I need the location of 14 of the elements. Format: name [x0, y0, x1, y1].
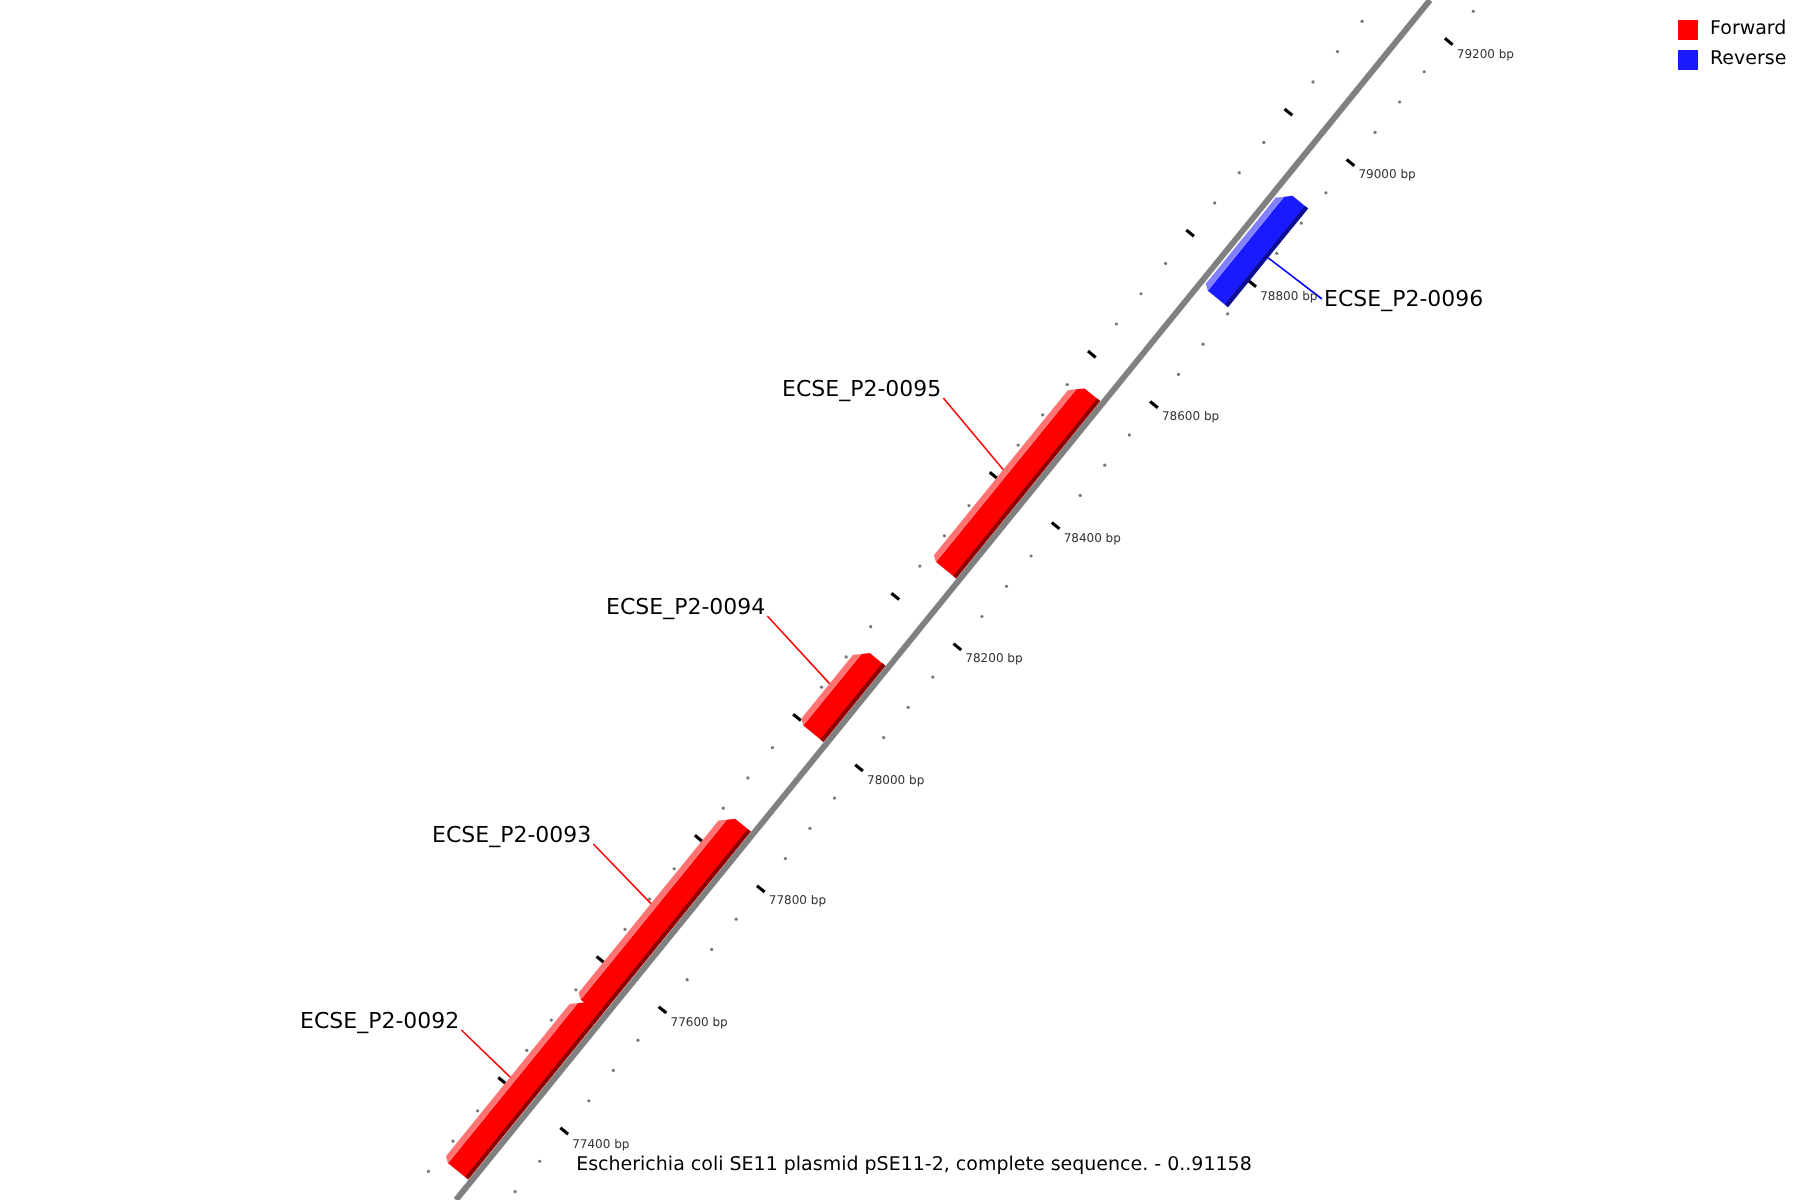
- leader-line: [942, 397, 1005, 471]
- caption: Escherichia coli SE11 plasmid pSE11-2, complete sequence. - 0..91158: [574, 1154, 1254, 1176]
- leader-line: [460, 1029, 511, 1078]
- legend-label: Forward: [1710, 18, 1787, 42]
- leader-line: [766, 615, 831, 685]
- legend-label: Reverse: [1710, 48, 1787, 72]
- leader-line: [592, 843, 652, 905]
- gene-label: ECSE_P2-0095: [782, 376, 942, 402]
- leader-line: [1267, 256, 1323, 300]
- gene-label: ECSE_P2-0096: [1324, 286, 1484, 312]
- gene-label: ECSE_P2-0094: [606, 594, 766, 620]
- gene-bar: [801, 653, 886, 742]
- gene-label: ECSE_P2-0093: [432, 822, 592, 848]
- gene-label: ECSE_P2-0092: [300, 1008, 460, 1034]
